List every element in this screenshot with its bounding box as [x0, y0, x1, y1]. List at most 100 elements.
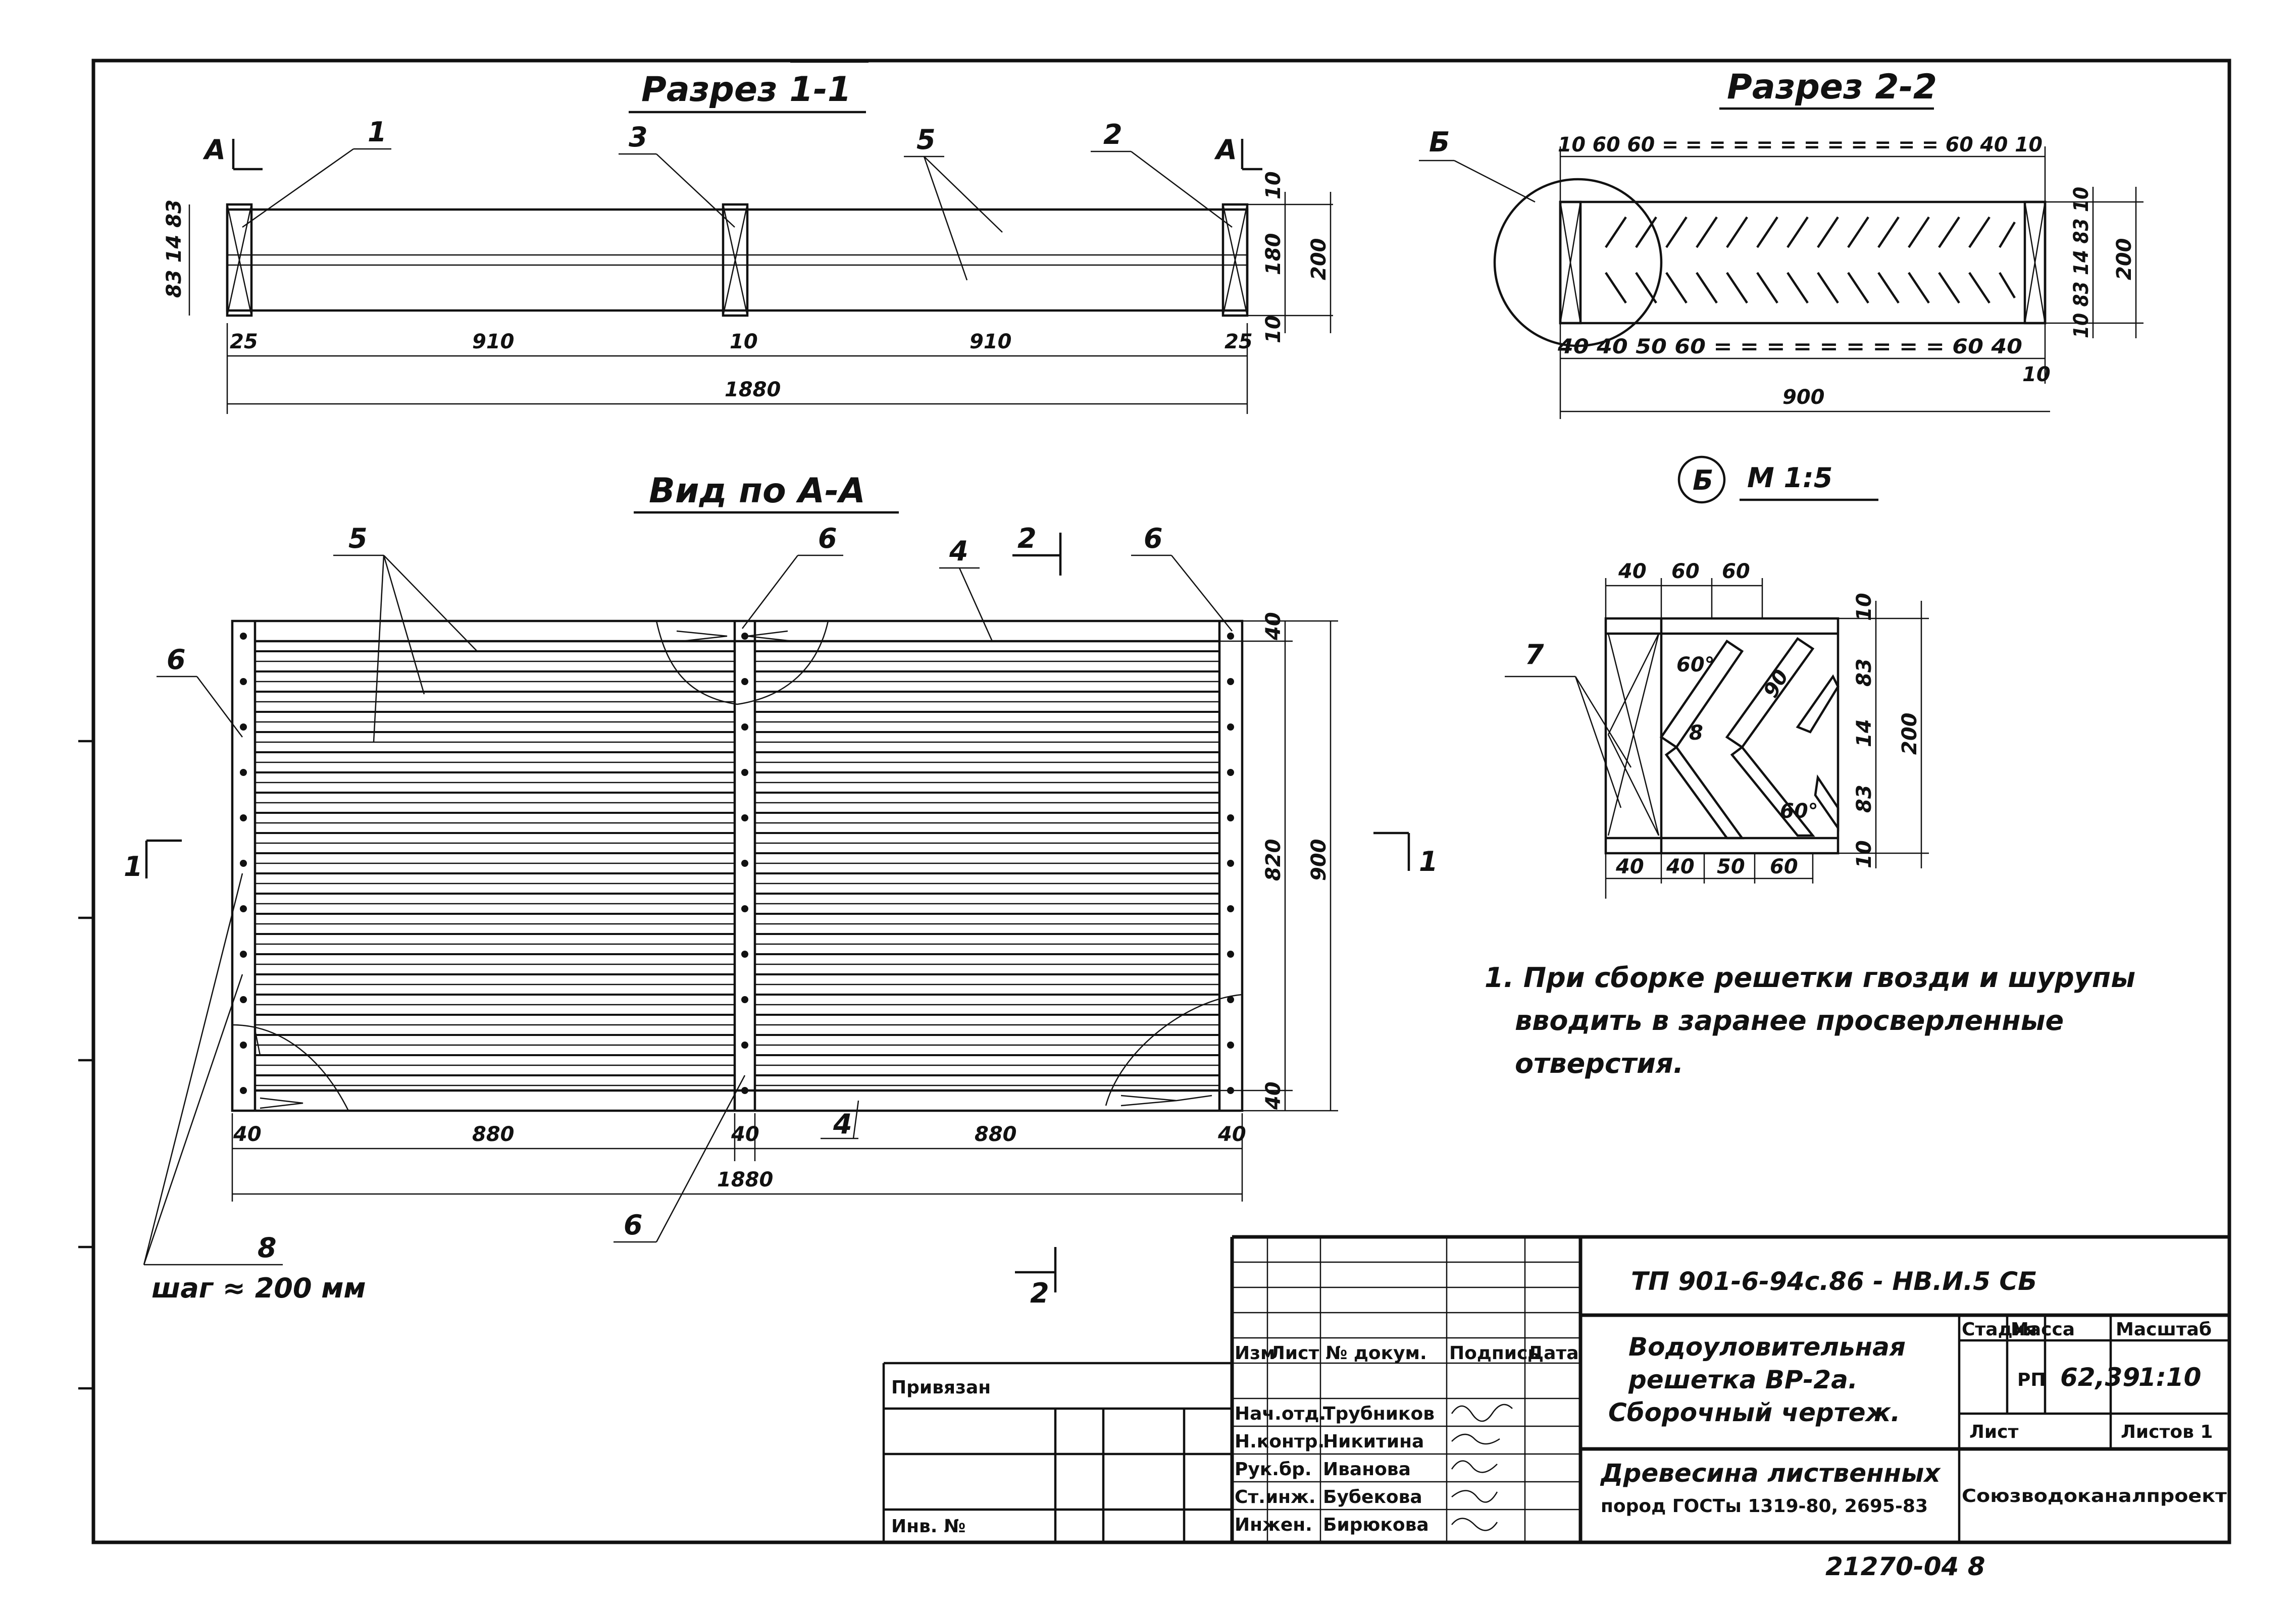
tb-archive-number: 21270-04 8 [1825, 1552, 1985, 1581]
tb-mass-v: 62,39 [2060, 1363, 2140, 1392]
nail-hole [1227, 769, 1234, 776]
s1-dim-overall: 1880 [725, 378, 781, 401]
view-slats [255, 650, 1219, 1086]
nail-hole [741, 860, 748, 867]
cutaway-bottom-left-nails [254, 1029, 303, 1109]
nail-hole [741, 723, 748, 731]
tb-col-date: Дата [1527, 1343, 1579, 1364]
detail-b: Б М 1:5 60° 60° 90 8 7 40 60 60 [1505, 455, 1929, 899]
nail-hole [741, 951, 748, 958]
view-dim-r820: 820 [1262, 839, 1285, 881]
section-2-2: Разрез 2-2 Б 10 60 60 = = = = = = = = = … [1419, 67, 2144, 419]
callout-leader [1171, 555, 1233, 632]
tb-col-list: Лист [1270, 1343, 1319, 1364]
callout-4-bottom: 4 [833, 1108, 852, 1140]
nail-hole [1227, 633, 1234, 640]
detail-top-60a: 60 [1671, 560, 1700, 583]
cutaway-top-mid-nails [676, 630, 793, 642]
tb-name-line-2: решетка ВР-2а. [1628, 1365, 1858, 1394]
block-hatch [722, 204, 748, 316]
detail-end-hatch [1607, 633, 1660, 836]
detail-right-14: 14 [1853, 719, 1876, 747]
callout-leader [1454, 160, 1536, 203]
callout-leader [383, 555, 425, 695]
nail-hole [240, 1087, 247, 1094]
callout-leader [383, 555, 478, 652]
nail-hole [741, 678, 748, 685]
callout-leader [373, 555, 385, 743]
callout-8: 8 [258, 1232, 277, 1264]
detail-b-circle [1493, 178, 1663, 347]
callout-6-topmid: 6 [818, 523, 837, 554]
view-dim-880-left: 880 [472, 1123, 515, 1146]
tb-role-1: Н.контр. [1235, 1431, 1324, 1452]
nail-hole [240, 814, 247, 821]
section-1-mid-block [722, 203, 749, 317]
tb-col-izm: Изм [1235, 1343, 1275, 1364]
callout-leader [924, 156, 1003, 233]
s1-dim-r200: 200 [1307, 238, 1331, 281]
detail-bot-40a: 40 [1615, 855, 1644, 878]
s2-dim-overall: 900 [1782, 386, 1825, 409]
note-line-1: 1. При сборке решетки гвозди и шурупы [1485, 962, 2135, 994]
detail-b-label-circle [1677, 455, 1726, 504]
nail-hole [1227, 996, 1234, 1003]
callout-step: шаг ≈ 200 мм [151, 1272, 366, 1304]
callout-6-topright: 6 [1144, 523, 1163, 554]
tb-inv: Инв. № [891, 1516, 965, 1537]
tb-role-3: Ст.инж. [1235, 1487, 1316, 1508]
tb-name-line-1: Водоуловительная [1628, 1332, 1906, 1362]
nail-hole [240, 1042, 247, 1049]
detail-slat-upper-1 [1659, 639, 1744, 749]
view-a-a: Вид по А-А 5 6 4 6 6 [124, 471, 1438, 1309]
cut1-right-number: 1 [1419, 846, 1438, 877]
tb-role-4: Инжен. [1235, 1515, 1312, 1535]
marker-a-left: А [202, 134, 226, 166]
nail-hole [1227, 723, 1234, 731]
section-1-title: Разрез 1-1 [641, 70, 851, 110]
nail-hole [240, 678, 247, 685]
detail-angle-top: 60° [1676, 653, 1715, 677]
callout-3: 3 [629, 121, 648, 153]
tb-name-3: Бубекова [1323, 1487, 1422, 1508]
tb-role-0: Нач.отд. [1235, 1404, 1326, 1424]
s1-dim-910-right: 910 [970, 330, 1012, 353]
callout-leader [958, 567, 993, 642]
s2-dim-bottom-chain: 40 40 50 60 = = = = = = = = = 60 40 [1557, 335, 2022, 358]
tb-signatures [1451, 1404, 1513, 1531]
callout-leader [1574, 676, 1632, 768]
detail-slat-lower-2 [1730, 745, 1815, 837]
detail-slat-upper-2 [1725, 637, 1815, 749]
tb-role-2: Рук.бр. [1235, 1459, 1312, 1480]
callout-6-left: 6 [167, 644, 186, 676]
detail-b-scale: М 1:5 [1747, 462, 1832, 494]
cutaway-top-mid [655, 620, 829, 705]
nail-hole [1227, 1042, 1234, 1049]
view-dim-r900: 900 [1307, 839, 1331, 881]
tb-revision-grid [1232, 1237, 1580, 1542]
s1-dim-r10-top: 10 [1262, 171, 1285, 199]
section-1-end-block-right [1221, 203, 1249, 317]
tb-stage-h: Стадия [1962, 1319, 2037, 1340]
callout-1: 1 [368, 116, 387, 148]
detail-right-10a: 10 [1853, 593, 1876, 621]
view-dim-880-right: 880 [975, 1123, 1017, 1146]
callout-leader [143, 974, 243, 1265]
cut2-bottom-number: 2 [1030, 1277, 1049, 1309]
s1-dim-left-stack: 83 14 83 [163, 199, 186, 298]
nail-hole [741, 814, 748, 821]
tb-name-2: Иванова [1323, 1459, 1411, 1480]
cutaway-bottom-right-nails [1120, 1095, 1212, 1107]
section-2-title: Разрез 2-2 [1727, 67, 1937, 107]
callout-5-view: 5 [348, 523, 368, 554]
callout-2: 2 [1103, 119, 1123, 150]
section-1-end-block-left [226, 203, 253, 317]
nail-hole [1227, 814, 1234, 821]
s1-dim-r180: 180 [1262, 233, 1285, 276]
nail-hole [741, 1042, 748, 1049]
detail-right-total: 200 [1898, 713, 1921, 755]
detail-top-60b: 60 [1722, 560, 1750, 583]
assembly-note: 1. При сборке решетки гвозди и шурупы вв… [1485, 962, 2135, 1079]
cutaway-bottom-right [1105, 994, 1243, 1106]
cutaway-bottom-left [232, 1024, 349, 1111]
